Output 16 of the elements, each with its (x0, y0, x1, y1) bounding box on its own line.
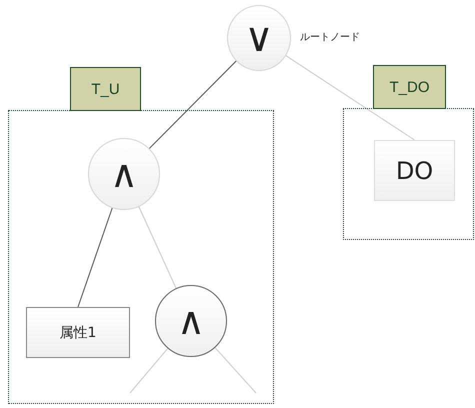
connector-line (130, 348, 168, 394)
operator-symbol: ∧ (177, 302, 205, 340)
operator-symbol: ∨ (244, 18, 274, 58)
operator-symbol: ∧ (110, 155, 138, 193)
connector-line (285, 55, 415, 140)
leaf-box (26, 307, 130, 358)
group-tab: T_U (70, 67, 141, 111)
leaf-box (374, 140, 455, 201)
connector-line (214, 347, 256, 394)
node-caption: ルートノード (300, 31, 360, 44)
group-tab: T_DO (373, 65, 446, 109)
node-label: DO (396, 156, 434, 184)
connector-line (148, 60, 237, 149)
connector-line (78, 208, 113, 308)
connector-line (138, 206, 177, 289)
node-label: 属性1 (60, 324, 96, 342)
